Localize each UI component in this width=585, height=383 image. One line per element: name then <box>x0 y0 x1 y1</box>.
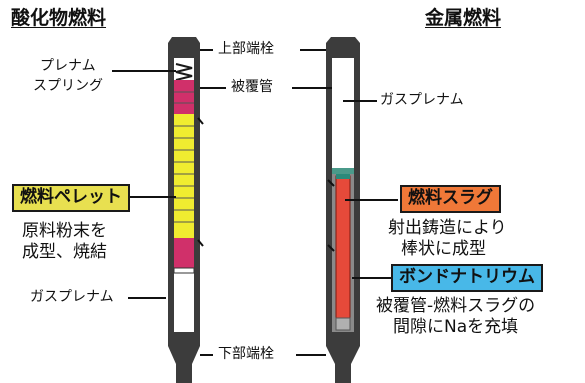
slug-desc-1: 射出鋳造により <box>388 218 507 238</box>
sodium-desc-1: 被覆管-燃料スラグの <box>376 296 536 316</box>
metal-upper-plug <box>326 37 360 58</box>
slug-tag: 燃料スラグ <box>400 185 501 213</box>
plenum-spring-label-1: プレナム <box>40 58 96 74</box>
metal-lower-plug <box>326 332 360 383</box>
pellet-desc-1: 原料粉末を <box>22 221 107 241</box>
oxide-plenum-spring <box>175 63 193 81</box>
metal-fuel-title: 金属燃料 <box>425 7 502 29</box>
oxide-gas-plenum-label: ガスプレナム <box>30 289 114 305</box>
oxide-cladding-left <box>168 58 174 340</box>
plenum-spring-label-2: スプリング <box>33 78 103 94</box>
cladding-label: 被覆管 <box>231 79 273 95</box>
sodium-tag: ボンドナトリウム <box>391 264 543 292</box>
oxide-fuel-pin <box>168 37 200 383</box>
lower-plug-label: 下部端栓 <box>218 346 274 362</box>
metal-bond-sodium-top <box>332 168 354 174</box>
oxide-fuel-title: 酸化物燃料 <box>11 7 107 29</box>
sodium-desc-2: 間隙にNaを充填 <box>393 317 519 337</box>
oxide-pellet-top-magenta <box>174 80 194 114</box>
metal-slug-bottom-cap <box>335 317 351 331</box>
metal-cladding-left <box>326 58 332 338</box>
upper-plug-label: 上部端栓 <box>218 41 274 57</box>
pellet-tag: 燃料ペレット <box>12 184 130 212</box>
leader-lines <box>106 49 398 356</box>
metal-gas-plenum-label: ガスプレナム <box>380 92 464 108</box>
oxide-pellet-bottom-magenta <box>174 238 194 270</box>
metal-slug-top-cap <box>336 174 350 179</box>
pellet-desc-2: 成型、焼結 <box>22 242 107 262</box>
oxide-pellet-bottom-ring <box>173 267 195 274</box>
oxide-lower-plug <box>168 332 200 383</box>
oxide-pellet-yellow <box>174 114 194 238</box>
metal-cladding-right <box>354 58 360 338</box>
cladding-ticks <box>197 117 335 252</box>
slug-desc-2: 棒状に成型 <box>401 239 486 259</box>
oxide-cladding-right <box>194 58 200 340</box>
oxide-upper-plug <box>168 37 200 58</box>
metal-fuel-pin <box>326 37 360 383</box>
metal-fuel-slug <box>335 175 351 321</box>
